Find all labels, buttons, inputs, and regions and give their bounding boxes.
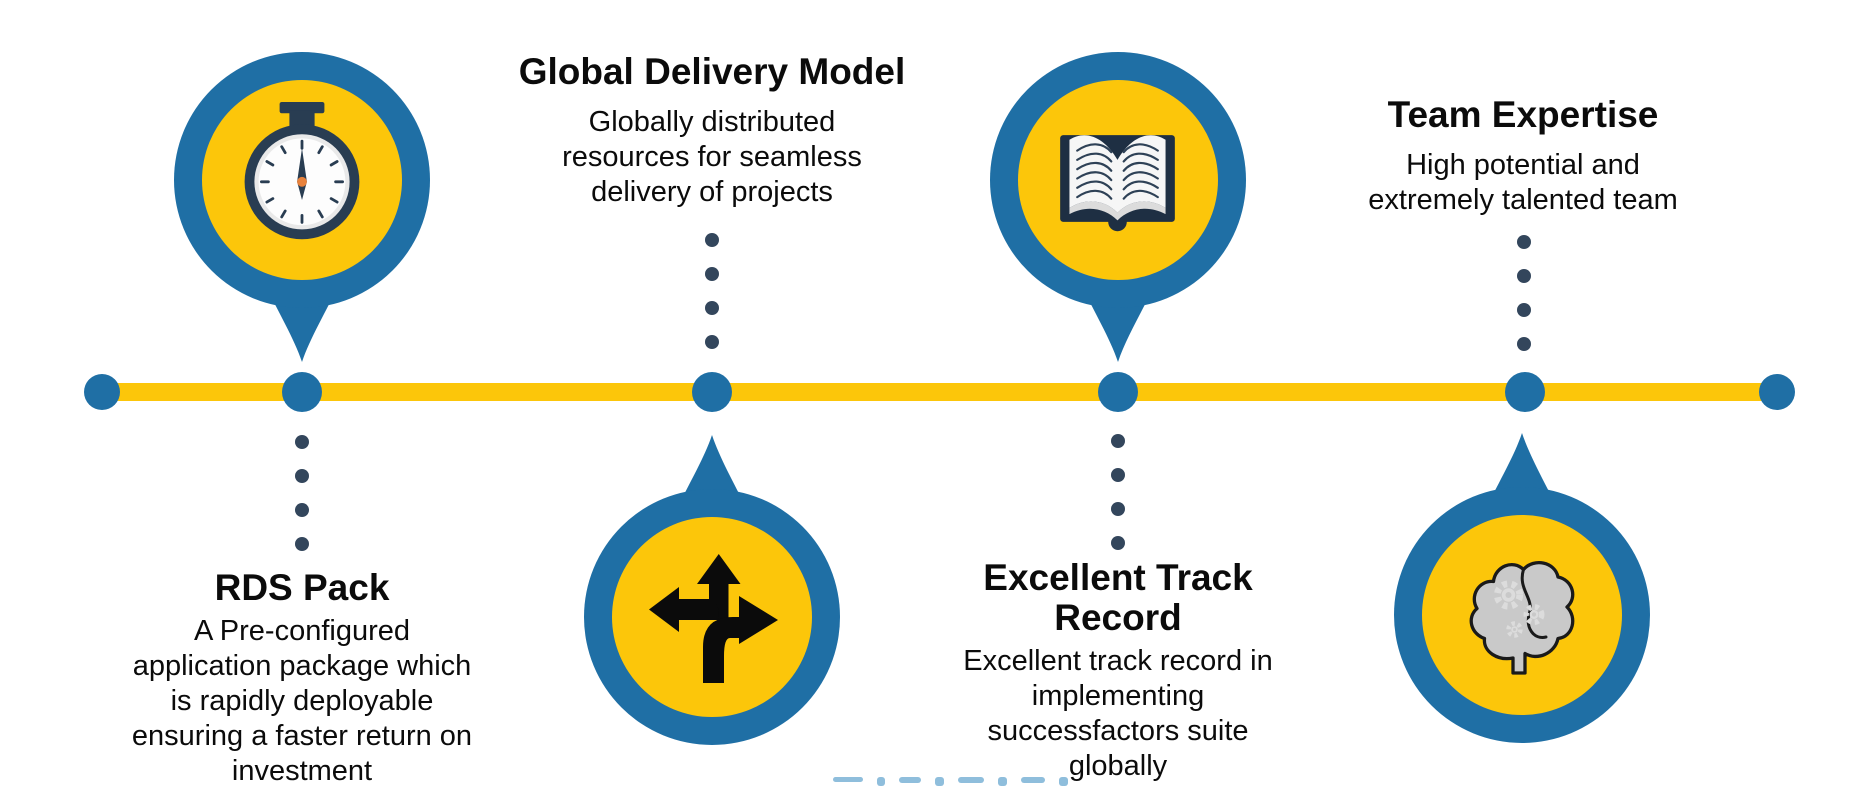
title-line: Excellent Track <box>983 557 1253 598</box>
body-line: application package which <box>132 650 472 682</box>
pin-three-way-arrows <box>582 427 842 752</box>
item-body: Globally distributed resources for seaml… <box>519 105 906 210</box>
pin-brain-gears <box>1392 425 1652 750</box>
item-body: Excellent track record in implementing s… <box>963 644 1272 784</box>
connector-dot <box>1517 337 1531 351</box>
title-line: Team Expertise <box>1387 94 1659 135</box>
body-line: ensuring a faster return on <box>131 720 473 752</box>
text-block-global-delivery-model: Global Delivery Model Globally distribut… <box>519 52 906 210</box>
body-line: extremely talented team <box>1368 184 1678 216</box>
connector-dot <box>1517 235 1531 249</box>
remnant-mark <box>935 777 944 786</box>
stopwatch-icon <box>174 52 430 362</box>
body-line: investment <box>231 755 373 787</box>
body-line: implementing <box>1031 680 1205 712</box>
connector-dot <box>1111 536 1125 550</box>
connector-dot <box>705 233 719 247</box>
connector-dots-excellent-track <box>1111 434 1125 550</box>
connector-dot <box>295 435 309 449</box>
connector-dot <box>295 503 309 517</box>
brain-gears-icon <box>1394 433 1650 743</box>
connector-dot <box>295 537 309 551</box>
body-line: High potential and <box>1406 149 1640 181</box>
body-line: successfactors suite <box>987 715 1249 747</box>
pin-stopwatch <box>172 50 432 375</box>
item-body: A Pre-configured application package whi… <box>132 614 472 788</box>
connector-dot <box>1517 303 1531 317</box>
body-line: delivery of projects <box>591 176 833 208</box>
timeline-marker-1 <box>282 372 322 412</box>
timeline-marker-3 <box>1098 372 1138 412</box>
remnant-mark <box>877 777 885 786</box>
connector-dots-rds-pack <box>295 435 309 551</box>
item-title: Team Expertise <box>1368 95 1677 135</box>
remnant-mark <box>958 777 984 783</box>
three-way-arrows-icon <box>584 435 840 745</box>
timeline-bar <box>102 383 1778 401</box>
connector-dot <box>705 301 719 315</box>
title-line: RDS Pack <box>214 567 390 608</box>
timeline-left-end-dot <box>84 374 120 410</box>
connector-dot <box>705 267 719 281</box>
connector-dots-global-delivery <box>705 233 719 349</box>
remnant-mark <box>998 777 1007 786</box>
connector-dot <box>1111 502 1125 516</box>
text-block-team-expertise: Team Expertise High potential and extrem… <box>1368 95 1677 218</box>
connector-dot <box>705 335 719 349</box>
body-line: Globally distributed <box>588 106 836 138</box>
body-line: globally <box>1068 750 1168 782</box>
open-book-icon <box>990 52 1246 362</box>
remnant-mark <box>833 777 863 782</box>
pin-open-book <box>988 50 1248 375</box>
connector-dot <box>1111 468 1125 482</box>
body-line: Excellent track record in <box>963 645 1273 677</box>
connector-dot <box>1111 434 1125 448</box>
item-body: High potential and extremely talented te… <box>1368 148 1677 218</box>
text-block-excellent-track-record: Excellent Track Record Excellent track r… <box>963 558 1272 784</box>
timeline-right-end-dot <box>1759 374 1795 410</box>
connector-dot <box>295 469 309 483</box>
body-line: A Pre-configured <box>193 615 410 647</box>
remnant-mark <box>1059 777 1068 786</box>
body-line: resources for seamless <box>562 141 862 173</box>
title-line: Global Delivery Model <box>518 51 906 92</box>
cropped-blue-text-remnant <box>833 777 1068 787</box>
text-block-rds-pack: RDS Pack A Pre-configured application pa… <box>132 568 472 788</box>
connector-dot <box>1517 269 1531 283</box>
connector-dots-team-expertise <box>1517 235 1531 351</box>
item-title: RDS Pack <box>132 568 472 608</box>
item-title: Excellent Track Record <box>963 558 1272 638</box>
timeline-marker-4 <box>1505 372 1545 412</box>
remnant-mark <box>1021 777 1045 783</box>
item-title: Global Delivery Model <box>519 52 906 92</box>
title-line: Record <box>1054 597 1182 638</box>
body-line: is rapidly deployable <box>170 685 434 717</box>
remnant-mark <box>899 777 921 783</box>
timeline-marker-2 <box>692 372 732 412</box>
